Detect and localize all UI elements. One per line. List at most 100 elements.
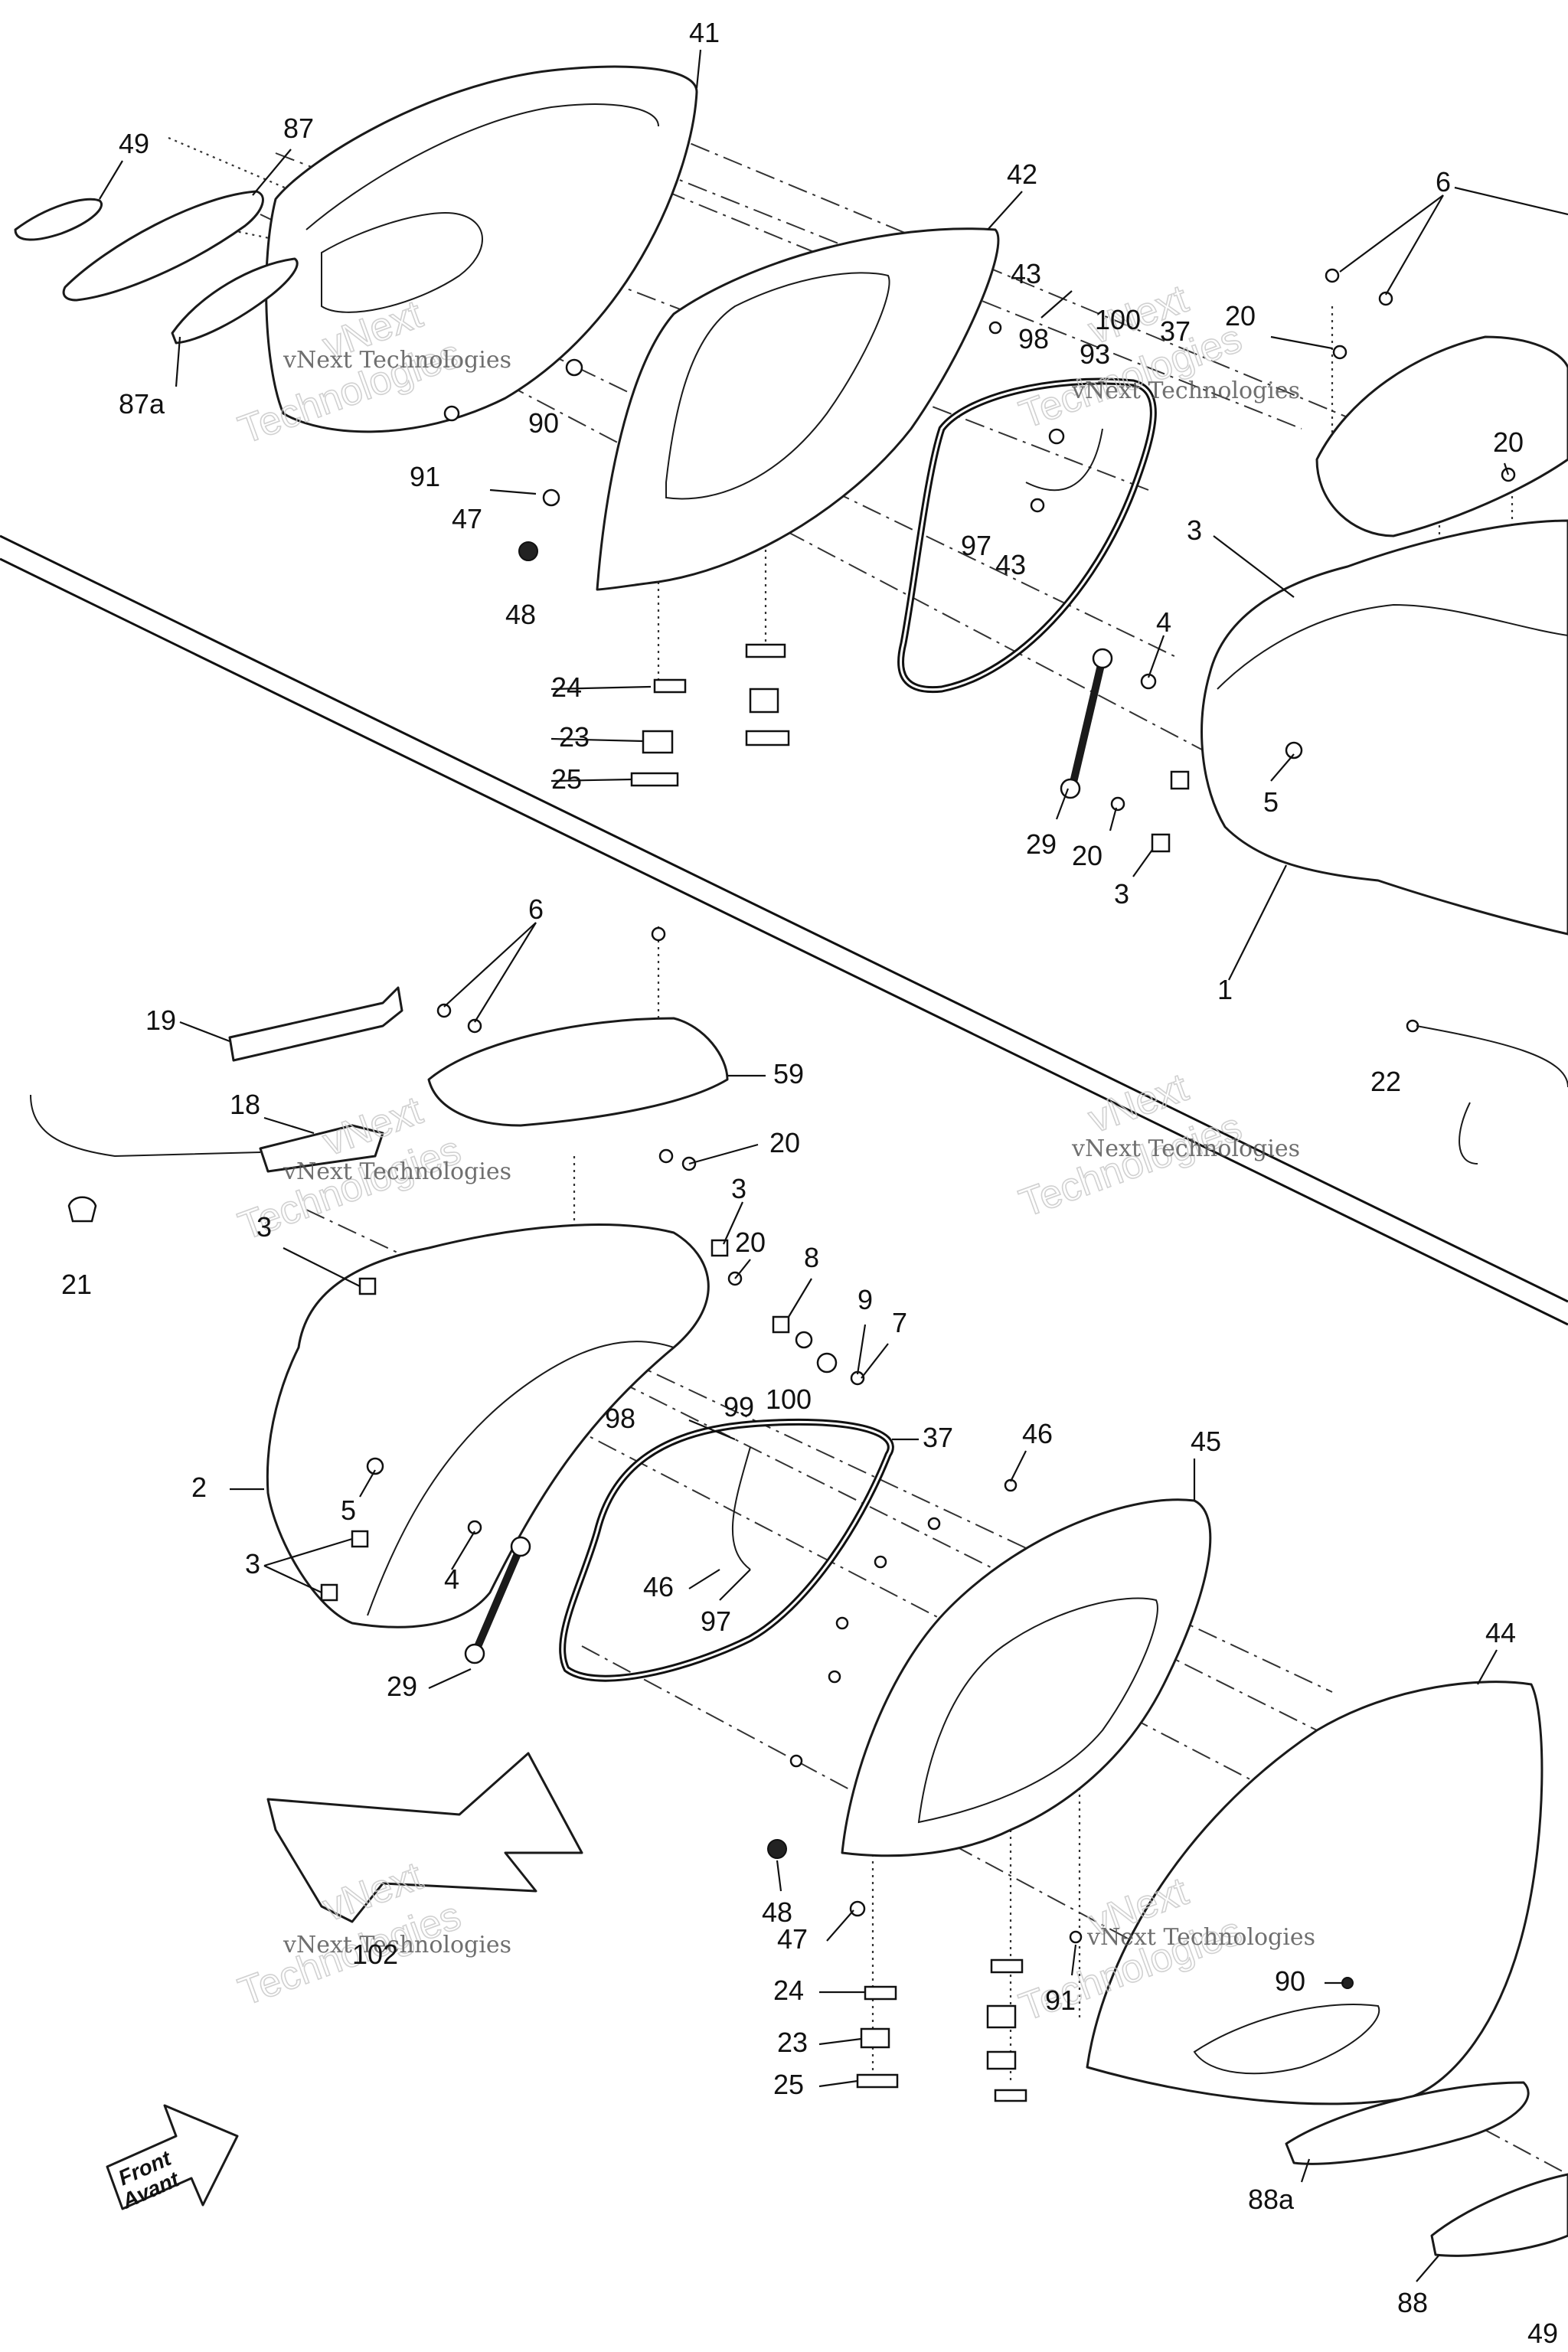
callout-20: 20 xyxy=(1493,426,1524,458)
callout-3: 3 xyxy=(1114,878,1129,910)
callout-42: 42 xyxy=(1007,158,1037,190)
callout-29: 29 xyxy=(387,1671,417,1702)
case-body-left-flange xyxy=(367,1341,675,1616)
lock-cable xyxy=(30,1094,261,1158)
callout-20: 20 xyxy=(735,1227,766,1258)
callout-100: 100 xyxy=(1095,304,1141,335)
hinge-set-bottom xyxy=(856,1958,1027,2102)
callout-44: 44 xyxy=(1485,1617,1516,1648)
callout-20: 20 xyxy=(769,1127,800,1158)
callout-91: 91 xyxy=(410,461,440,492)
tether-cable-right xyxy=(1416,1025,1568,1165)
outer-lid-inner-edge xyxy=(305,103,659,230)
handle-gasket xyxy=(14,198,103,241)
callout-41: 41 xyxy=(689,17,720,48)
heat-shield xyxy=(266,1752,583,1923)
latch-handle-left xyxy=(1430,2173,1568,2257)
cable-clip xyxy=(67,1196,97,1223)
outer-lid-left-recess xyxy=(1193,2004,1380,2075)
callout-25: 25 xyxy=(773,2069,804,2100)
case-body-right xyxy=(1200,519,1568,936)
gas-strut-bottom xyxy=(464,1536,531,1664)
callout-6: 6 xyxy=(528,893,544,925)
lid-liner-frame xyxy=(596,227,1000,591)
callout-100: 100 xyxy=(766,1383,812,1415)
leader-lines xyxy=(99,49,1568,2282)
callout-90: 90 xyxy=(1275,1965,1305,1997)
callout-labels: 41 49 87 87a 42 43 98 93 100 37 20 6 90 … xyxy=(61,17,1558,2349)
callout-3: 3 xyxy=(1187,514,1202,546)
callout-99: 99 xyxy=(724,1391,754,1423)
callout-4: 4 xyxy=(444,1563,459,1595)
callout-88a: 88a xyxy=(1248,2184,1295,2215)
outer-lid-shell xyxy=(265,65,698,433)
front-direction-arrow: Front Avant xyxy=(106,2104,239,2213)
callout-8: 8 xyxy=(804,1242,819,1273)
lock-assembly xyxy=(259,1124,384,1173)
callout-98: 98 xyxy=(605,1403,635,1434)
callout-43: 43 xyxy=(1011,258,1041,289)
callout-90: 90 xyxy=(528,407,559,439)
top-cover-left xyxy=(427,1017,729,1127)
case-body-left xyxy=(266,1223,710,1628)
callout-87a: 87a xyxy=(119,388,165,420)
callout-47: 47 xyxy=(777,1923,808,1955)
seal-top-inner xyxy=(900,380,1155,691)
latch-bezel-left xyxy=(1285,2081,1530,2165)
watermark-text: vNext Technologies xyxy=(283,347,511,374)
callout-23: 23 xyxy=(777,2027,808,2058)
lid-liner-left-window xyxy=(917,1597,1158,1824)
callout-21: 21 xyxy=(61,1269,92,1300)
callout-29: 29 xyxy=(1026,828,1057,860)
callout-4: 4 xyxy=(1156,606,1171,638)
callout-91: 91 xyxy=(1045,1984,1076,2016)
watermark-text: vNext Technologies xyxy=(283,1158,511,1185)
callout-3: 3 xyxy=(245,1548,260,1579)
callout-49: 49 xyxy=(119,128,149,159)
callout-88: 88 xyxy=(1397,2287,1428,2318)
case-body-right-flange xyxy=(1217,603,1568,690)
gas-strut-top xyxy=(1060,648,1113,799)
callout-47: 47 xyxy=(452,503,482,534)
latch-bezel xyxy=(171,257,299,345)
callout-1: 1 xyxy=(1217,974,1233,1005)
lid-liner-window xyxy=(665,272,890,500)
top-cover-right xyxy=(1315,335,1568,537)
watermark-text: vNext Technologies xyxy=(1071,377,1300,404)
watermark-text: vNext Technologies xyxy=(283,1932,511,1958)
callout-20: 20 xyxy=(1072,840,1102,871)
callout-43: 43 xyxy=(995,549,1026,580)
callout-23: 23 xyxy=(559,721,590,753)
callout-46: 46 xyxy=(643,1571,674,1602)
callout-24: 24 xyxy=(551,671,582,703)
callout-3: 3 xyxy=(256,1211,272,1243)
callout-5: 5 xyxy=(1263,786,1279,818)
callout-46: 46 xyxy=(1022,1418,1053,1449)
callout-48: 48 xyxy=(505,599,536,630)
callout-3: 3 xyxy=(731,1173,746,1204)
callout-59: 59 xyxy=(773,1058,804,1089)
callout-49: 49 xyxy=(1527,2318,1558,2349)
section-divider xyxy=(0,534,1568,1326)
callout-48: 48 xyxy=(762,1896,792,1928)
callout-9: 9 xyxy=(858,1284,873,1315)
watermark-text: vNext Technologies xyxy=(1086,1924,1315,1951)
latch-bracket xyxy=(228,986,403,1062)
watermark-text: vNext Technologies xyxy=(1071,1135,1300,1162)
lid-liner-left xyxy=(841,1498,1212,1857)
callout-20: 20 xyxy=(1225,300,1256,332)
latch-handle xyxy=(62,190,264,302)
callout-97: 97 xyxy=(961,530,991,561)
callout-22: 22 xyxy=(1370,1066,1401,1097)
callout-5: 5 xyxy=(341,1494,356,1526)
callout-102: 102 xyxy=(352,1939,398,1970)
outer-lid-left xyxy=(1086,1681,1544,2105)
callout-37: 37 xyxy=(1160,315,1191,347)
tether-cable-top xyxy=(1025,428,1103,492)
callout-25: 25 xyxy=(551,763,582,795)
callout-93: 93 xyxy=(1080,338,1110,370)
callout-19: 19 xyxy=(145,1004,176,1036)
callout-37: 37 xyxy=(923,1422,953,1453)
callout-87: 87 xyxy=(283,113,314,144)
